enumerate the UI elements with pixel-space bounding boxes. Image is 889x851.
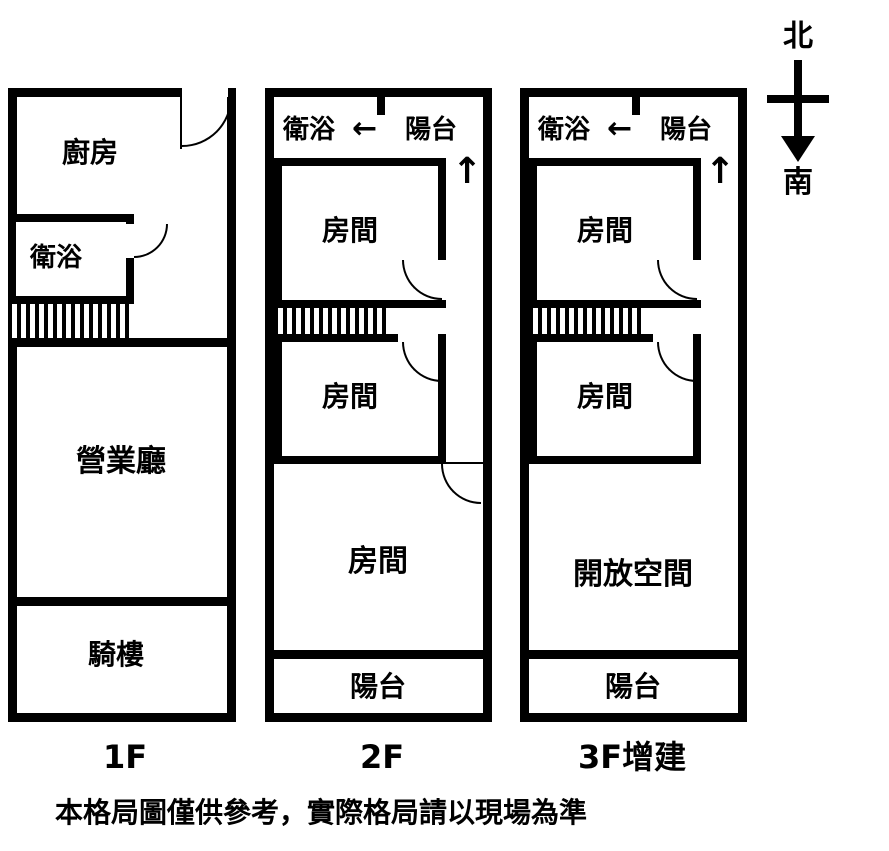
floor1-wall-low (8, 597, 236, 606)
floor2-room-top-box (274, 158, 446, 308)
floor3-open-space-label: 開放空間 (573, 557, 693, 592)
floor1-arcade-label: 騎樓 (88, 638, 145, 671)
floor3-up-arrow-icon: ↑ (705, 151, 736, 192)
floor3-room-top-door-opening (693, 260, 701, 300)
floor1-wall-mid (8, 338, 236, 347)
floor3-stairs (529, 308, 641, 334)
floor2-room-bottom-label: 房間 (348, 544, 408, 579)
floor2-left-arrow-icon: ← (352, 111, 378, 146)
floor3-room-middle-label: 房間 (577, 380, 634, 413)
floor1-stairs (8, 304, 134, 340)
disclaimer-text: 本格局圖僅供參考，實際格局請以現場為準 (55, 796, 588, 829)
compass-arrowhead-icon (781, 136, 815, 162)
floor1-kitchen-label: 廚房 (62, 136, 119, 169)
compass-north-label: 北 (783, 19, 813, 54)
floor2-wall-low (265, 650, 492, 659)
floor1-entry-door-opening (182, 88, 228, 97)
floor2-room-bottom-door-leaf (443, 462, 483, 464)
floor2-balcony-bottom-label: 陽台 (350, 670, 407, 703)
floor3-wall-low (520, 650, 747, 659)
floor2-stairs (274, 308, 386, 334)
floor1-bathroom-box (8, 214, 134, 304)
floor3-title: 3F增建 (578, 738, 687, 776)
floor2-room-top-label: 房間 (322, 214, 379, 247)
floor1-business-hall-label: 營業廳 (76, 444, 166, 479)
floor2-room-top-door-opening (438, 260, 446, 300)
floor2-up-arrow-icon: ↑ (452, 151, 483, 192)
floor2-bath-balcony-divider (377, 97, 385, 115)
floor3-room-middle-door-opening (653, 334, 693, 342)
floor1-entry-door-leaf (180, 95, 182, 149)
floor3-left-arrow-icon: ← (607, 111, 633, 146)
floor3-balcony-top-label: 陽台 (660, 115, 713, 145)
compass-south-label: 南 (783, 165, 813, 200)
floor3-balcony-bottom-label: 陽台 (605, 670, 662, 703)
floor3-room-top-label: 房間 (577, 214, 634, 247)
floor2-balcony-top-label: 陽台 (405, 115, 458, 145)
floor1-outline (8, 88, 236, 722)
floor3-bath-balcony-divider (632, 97, 640, 115)
floor1-title: 1F (103, 738, 148, 776)
floor2-title: 2F (360, 738, 405, 776)
floor1-bathroom-door-opening (126, 224, 134, 258)
floor2-room-middle-door-opening (398, 334, 438, 342)
floor3-bathroom-label: 衛浴 (538, 115, 591, 145)
compass-arrow-crossbar (767, 95, 829, 103)
floor2-bathroom-label: 衛浴 (283, 115, 336, 145)
floor2-room-middle-label: 房間 (322, 380, 379, 413)
floor1-bathroom-label: 衛浴 (30, 243, 83, 273)
